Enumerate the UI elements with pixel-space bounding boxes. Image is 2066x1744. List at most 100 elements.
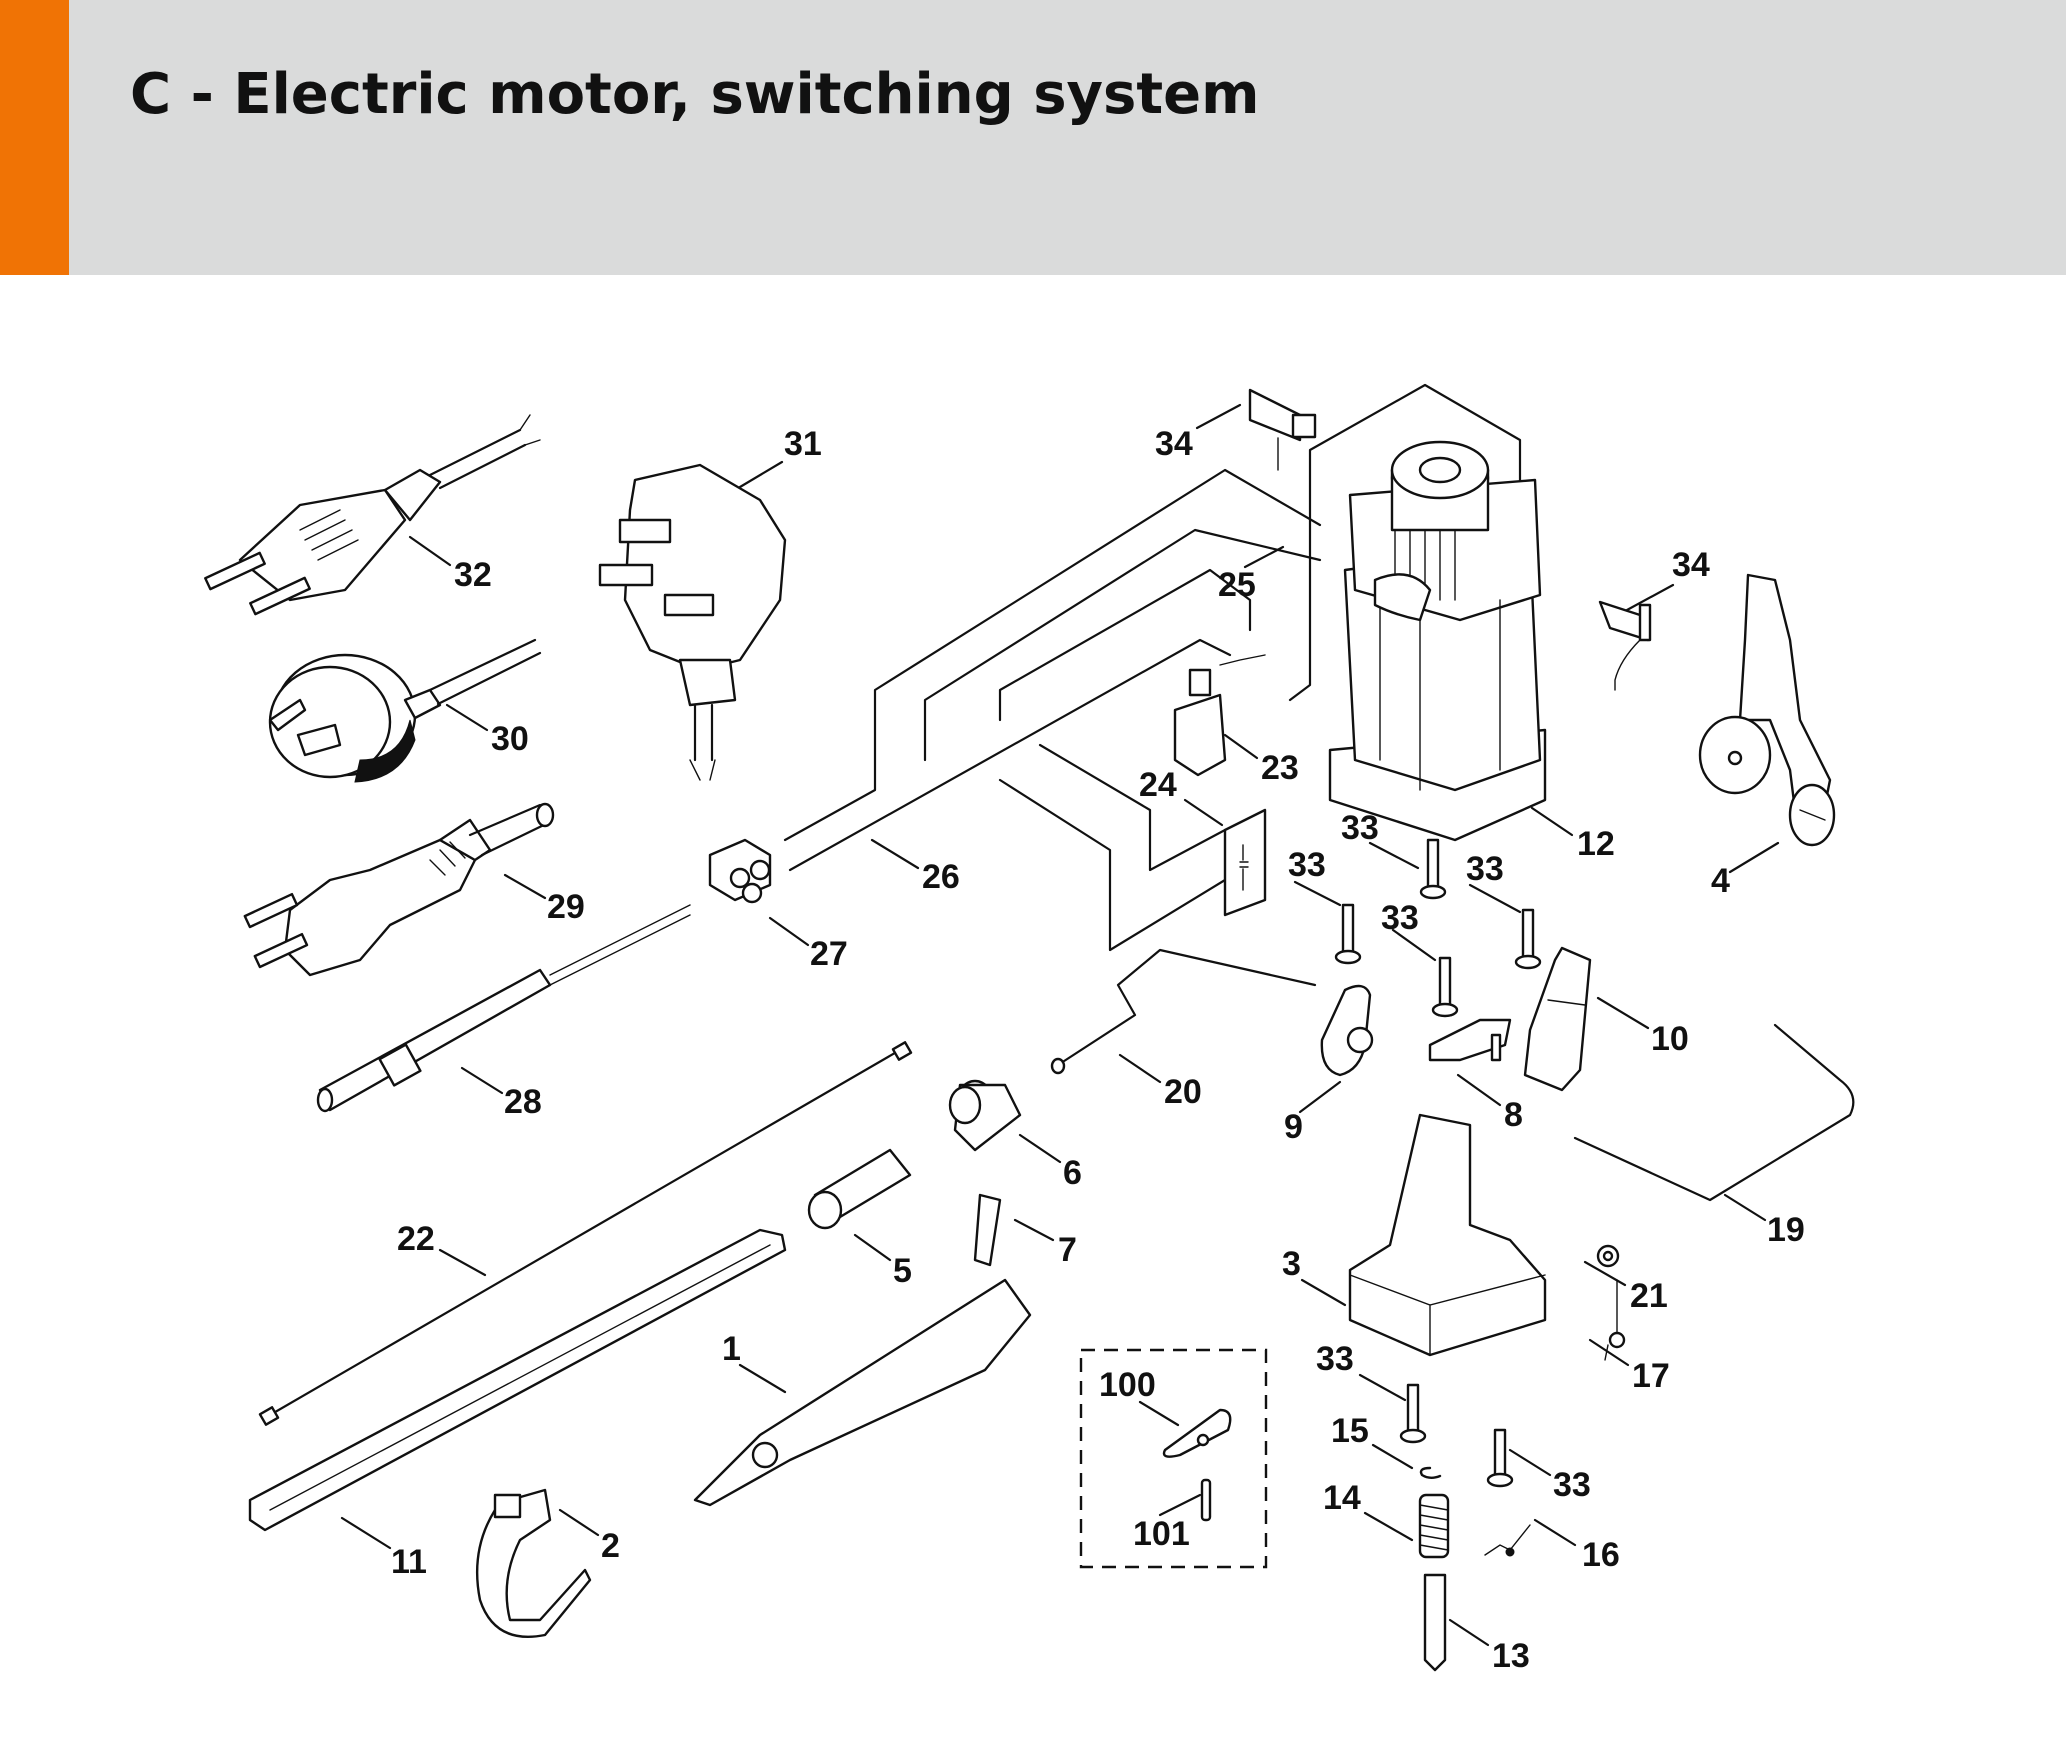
callout-control-cable[interactable]: 22: [397, 1220, 487, 1277]
part-33-screws[interactable]: [1334, 838, 1542, 1488]
callout-screw[interactable]: 33: [1316, 1340, 1407, 1402]
callout-compression-spring[interactable]: 14: [1323, 1479, 1414, 1542]
callout-number: 1: [722, 1330, 741, 1368]
callout-bracket-rod[interactable]: 19: [1723, 1193, 1805, 1249]
callout-leader-line: [340, 1516, 392, 1550]
part-8-slide[interactable]: [1428, 1018, 1512, 1062]
part-10-trigger[interactable]: [1523, 946, 1592, 1092]
callout-leader-line: [408, 535, 452, 567]
callout-pin[interactable]: 101: [1133, 1493, 1202, 1553]
callout-e-clip[interactable]: 15: [1331, 1412, 1414, 1470]
callout-terminal-strip[interactable]: 27: [768, 916, 848, 973]
part-16-spring[interactable]: [1484, 1524, 1531, 1557]
screw[interactable]: [1431, 956, 1459, 1018]
part-4-lever[interactable]: [1698, 573, 1836, 847]
part-27-terminal-strip[interactable]: [708, 838, 772, 904]
callout-number: 26: [922, 858, 960, 896]
screw[interactable]: [1399, 1383, 1427, 1444]
part-21-washer[interactable]: [1596, 1244, 1620, 1268]
callout-number: 23: [1261, 749, 1299, 787]
callout-uk-mains-plug[interactable]: 31: [738, 425, 822, 489]
part-13-pin-shaft[interactable]: [1423, 1573, 1447, 1672]
callout-screw[interactable]: 33: [1466, 850, 1522, 914]
callout-control-rod[interactable]: 11: [340, 1516, 427, 1581]
callout-handle-molding[interactable]: 1: [722, 1330, 787, 1394]
callout-leader-line: [1013, 1218, 1055, 1242]
part-22-control-cable[interactable]: [258, 1041, 913, 1426]
callout-leader-line: [438, 1248, 487, 1277]
part-19-bracket-rod[interactable]: [1573, 1023, 1855, 1202]
part-100-wing-lever[interactable]: [1162, 1408, 1232, 1458]
callout-leader-line: [1596, 996, 1650, 1030]
part-101-pin[interactable]: [1200, 1478, 1212, 1522]
callout-screw[interactable]: 33: [1508, 1448, 1591, 1504]
part-5-sleeve[interactable]: [807, 1148, 912, 1230]
callout-number: 22: [397, 1220, 435, 1258]
part-28-cable[interactable]: [316, 904, 691, 1113]
callout-rod[interactable]: 20: [1118, 1053, 1202, 1111]
callout-number: 6: [1063, 1154, 1082, 1192]
callout-connecting-cable[interactable]: 28: [460, 1066, 542, 1121]
callout-sleeve-clip[interactable]: 6: [1018, 1133, 1082, 1192]
screw[interactable]: [1514, 908, 1542, 970]
part-3-switch-housing[interactable]: [1348, 1113, 1547, 1357]
screw[interactable]: [1419, 838, 1447, 900]
part-29-schuko-plug[interactable]: [243, 802, 555, 977]
part-12-electric-motor[interactable]: [1328, 440, 1547, 842]
callout-wing-lever[interactable]: 100: [1099, 1366, 1180, 1427]
part-15-e-clip[interactable]: [1419, 1466, 1442, 1479]
callout-slide[interactable]: 8: [1456, 1073, 1523, 1134]
part-14-spring[interactable]: [1418, 1493, 1450, 1559]
callout-sleeve[interactable]: 5: [853, 1233, 912, 1290]
part-17-spring[interactable]: [1604, 1279, 1626, 1361]
callout-number: 4: [1711, 862, 1730, 900]
part-34-carbon-brush-top[interactable]: [1248, 388, 1317, 471]
part-20-rod[interactable]: [1050, 948, 1317, 1075]
callout-australian-plug[interactable]: 30: [445, 703, 529, 758]
part-34-carbon-brush-right[interactable]: [1598, 600, 1652, 691]
callout-number: 16: [1582, 1536, 1620, 1574]
callout-retainer[interactable]: 7: [1013, 1218, 1077, 1269]
callout-carbon-brush-top[interactable]: 34: [1155, 403, 1242, 463]
callout-carbon-brush-right[interactable]: 34: [1625, 546, 1710, 612]
part-2-bracket[interactable]: [475, 1488, 592, 1638]
callout-wire-harness[interactable]: 26: [870, 838, 960, 896]
screw[interactable]: [1486, 1428, 1514, 1488]
part-24-capacitor[interactable]: [1223, 808, 1267, 917]
part-23-micro-switch[interactable]: [1173, 654, 1266, 777]
screw[interactable]: [1334, 903, 1362, 965]
part-26-wire-harness[interactable]: [783, 468, 1322, 952]
callout-screw[interactable]: 33: [1341, 809, 1420, 870]
part-1-handle[interactable]: [693, 1278, 1032, 1507]
callout-number: 13: [1492, 1637, 1530, 1675]
callout-number: 7: [1058, 1231, 1077, 1269]
callout-pin-shaft[interactable]: 13: [1448, 1618, 1530, 1675]
callout-number: 32: [454, 556, 492, 594]
part-31-uk-plug[interactable]: [598, 463, 787, 781]
callout-capacitor[interactable]: 24: [1139, 766, 1224, 827]
callout-wire-harness-motor[interactable]: 25: [1218, 545, 1285, 604]
part-25-motor-wire[interactable]: [1288, 383, 1522, 702]
part-11-control-rod[interactable]: [248, 1228, 787, 1532]
part-7-retainer[interactable]: [973, 1193, 1002, 1267]
callout-screw[interactable]: 33: [1288, 846, 1342, 907]
part-9-cam[interactable]: [1320, 984, 1374, 1077]
part-6-sleeve-clip[interactable]: [948, 1079, 1022, 1152]
part-30-au-plug[interactable]: [268, 638, 542, 783]
callout-micro-switch[interactable]: 23: [1223, 733, 1299, 787]
callout-number: 17: [1632, 1357, 1670, 1395]
callout-switch-trigger[interactable]: 10: [1596, 996, 1689, 1058]
callout-cam[interactable]: 9: [1284, 1080, 1342, 1146]
callout-switch-housing[interactable]: 3: [1282, 1245, 1347, 1307]
callout-lever[interactable]: 4: [1711, 841, 1780, 900]
callout-screw[interactable]: 33: [1381, 899, 1437, 962]
callout-washer[interactable]: 21: [1583, 1260, 1668, 1315]
callout-electric-motor[interactable]: 12: [1530, 806, 1615, 863]
callout-euro-flat-plug[interactable]: 32: [408, 535, 492, 594]
part-32-euro-plug[interactable]: [204, 414, 541, 616]
callout-bracket[interactable]: 2: [558, 1508, 620, 1565]
callout-number: 27: [810, 935, 848, 973]
callout-torsion-spring[interactable]: 17: [1588, 1338, 1670, 1395]
callout-schuko-plug[interactable]: 29: [503, 873, 585, 926]
callout-torsion-spring[interactable]: 16: [1533, 1518, 1620, 1574]
